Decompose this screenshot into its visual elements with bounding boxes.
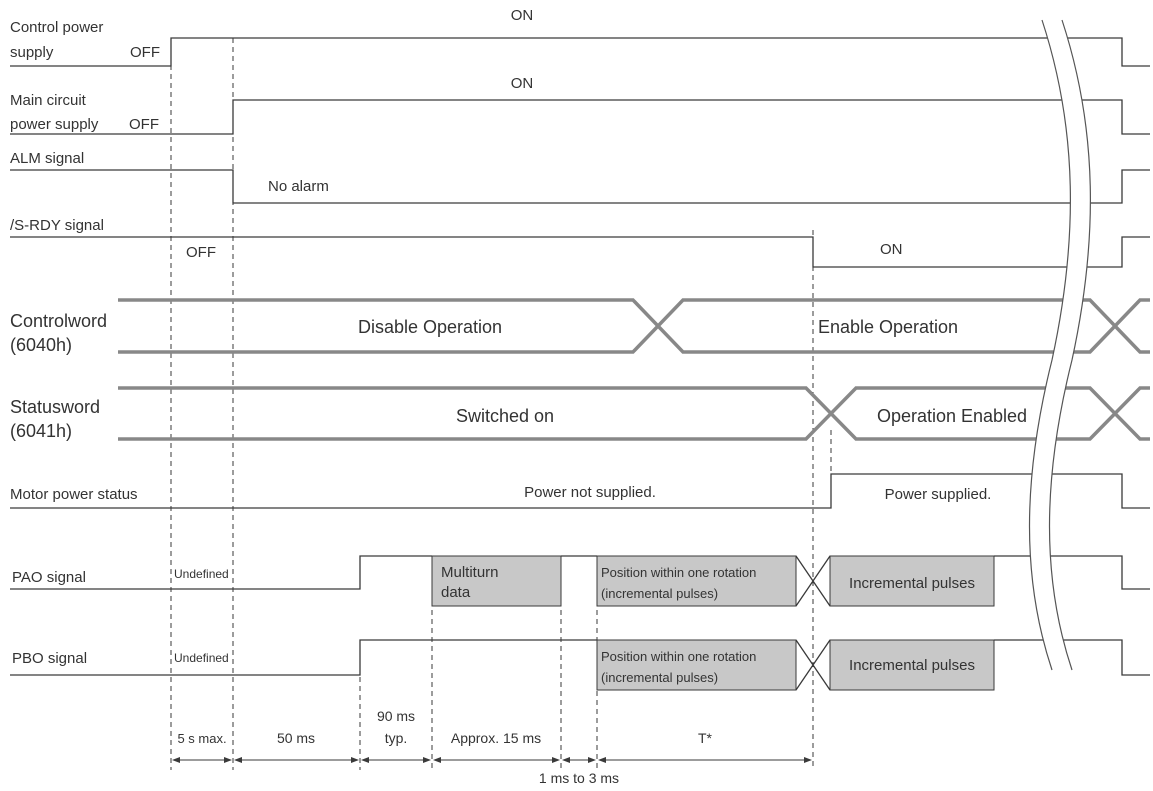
main-power-on: ON (511, 75, 534, 92)
control-power-label-2: supply (10, 44, 54, 61)
controlword-state-after: Enable Operation (818, 317, 958, 337)
statusword-bus-top (118, 386, 1150, 441)
statusword-state-before: Switched on (456, 406, 554, 426)
pao-undefined: Undefined (174, 567, 229, 581)
statusword-label-1: Statusword (10, 397, 100, 417)
pao-incremental-box (829, 555, 995, 607)
time-break (1028, 19, 1091, 671)
control-power-label-1: Control power (10, 19, 103, 36)
timing-t4: Approx. 15 ms (451, 730, 541, 746)
main-power-label-1: Main circuit (10, 92, 87, 109)
arrow-t2-head-l (234, 757, 242, 763)
pao-position-box (596, 555, 797, 607)
controlword-bus-bottom (118, 298, 1150, 354)
controlword-label-2: (6040h) (10, 335, 72, 355)
pao-multiturn-1: Multiturn (441, 564, 499, 581)
pbo-waveform-left (10, 639, 597, 676)
alm-label: ALM signal (10, 150, 84, 167)
arrow-t1-head-l (172, 757, 180, 763)
pao-label: PAO signal (12, 569, 86, 586)
pbo-cross-2 (795, 639, 831, 691)
main-power-row: Main circuit power supply OFF ON (10, 75, 1150, 135)
pao-waveform-left (10, 555, 432, 590)
controlword-bus-top (118, 298, 1150, 354)
arrow-t4-head-l (433, 757, 441, 763)
controlword-state-before: Disable Operation (358, 317, 502, 337)
control-power-on: ON (511, 7, 534, 24)
arrow-t5-head-r (588, 757, 596, 763)
motor-power-label: Motor power status (10, 486, 138, 503)
pbo-incremental: Incremental pulses (849, 657, 975, 674)
motor-power-waveform (10, 473, 1150, 509)
control-power-waveform (10, 37, 1150, 67)
timing-annotations: 5 s max. 50 ms 90 ms typ. Approx. 15 ms … (172, 708, 812, 786)
timing-t1: 5 s max. (177, 731, 226, 746)
timing-t3-1: 90 ms (377, 708, 415, 724)
pbo-undefined: Undefined (174, 651, 229, 665)
pao-cross-2 (795, 555, 831, 607)
break-line-left (1028, 19, 1071, 671)
pao-multiturn-2: data (441, 584, 471, 601)
timing-t5: 1 ms to 3 ms (539, 770, 619, 786)
statusword-label-2: (6041h) (10, 421, 72, 441)
pao-position-2: (incremental pulses) (601, 586, 718, 601)
statusword-bus-bottom (118, 386, 1150, 441)
srdy-row: /S-RDY signal OFF ON (10, 217, 1150, 268)
motor-power-row: Motor power status Power not supplied. P… (10, 473, 1150, 509)
break-white-band (1029, 20, 1091, 670)
control-power-off: OFF (130, 44, 160, 61)
timing-t3-2: typ. (385, 730, 408, 746)
arrow-t3-head-r (423, 757, 431, 763)
motor-power-state-after: Power supplied. (885, 486, 992, 503)
arrow-t3-head-l (361, 757, 369, 763)
pao-multiturn-box (431, 555, 562, 607)
main-power-off: OFF (129, 116, 159, 133)
arrow-t2-head-r (351, 757, 359, 763)
pbo-position-box (596, 639, 797, 691)
srdy-off: OFF (186, 244, 216, 261)
arrow-t1-head-r (224, 757, 232, 763)
pbo-incremental-box (829, 639, 995, 691)
arrow-t5-head-l (562, 757, 570, 763)
controlword-row: Controlword (6040h) Disable Operation En… (10, 298, 1150, 355)
break-line-right (1048, 19, 1091, 671)
alm-waveform (10, 169, 1150, 204)
arrow-t6-head-l (598, 757, 606, 763)
timing-t6: T* (698, 730, 713, 746)
main-power-label-2: power supply (10, 116, 99, 133)
arrow-t4-head-r (552, 757, 560, 763)
srdy-label: /S-RDY signal (10, 217, 104, 234)
timing-t2: 50 ms (277, 730, 315, 746)
pbo-position-2: (incremental pulses) (601, 670, 718, 685)
pao-incremental: Incremental pulses (849, 575, 975, 592)
pao-row: PAO signal Undefined Multiturn data Posi… (10, 555, 1150, 607)
pao-position-1: Position within one rotation (601, 565, 756, 580)
pao-waveform-right (994, 555, 1150, 590)
motor-power-state-before: Power not supplied. (524, 484, 656, 501)
control-power-row: Control power supply OFF ON (10, 7, 1150, 67)
controlword-label-1: Controlword (10, 311, 107, 331)
srdy-on: ON (880, 241, 903, 258)
alm-state: No alarm (268, 178, 329, 195)
pbo-label: PBO signal (12, 650, 87, 667)
statusword-state-after: Operation Enabled (877, 406, 1027, 426)
arrow-t6-head-r (804, 757, 812, 763)
srdy-waveform (10, 236, 1150, 268)
statusword-row: Statusword (6041h) Switched on Operation… (10, 386, 1150, 441)
pbo-row: PBO signal Undefined Position within one… (10, 639, 1150, 691)
pbo-position-1: Position within one rotation (601, 649, 756, 664)
alm-row: ALM signal No alarm (10, 150, 1150, 204)
main-power-waveform (10, 99, 1150, 135)
